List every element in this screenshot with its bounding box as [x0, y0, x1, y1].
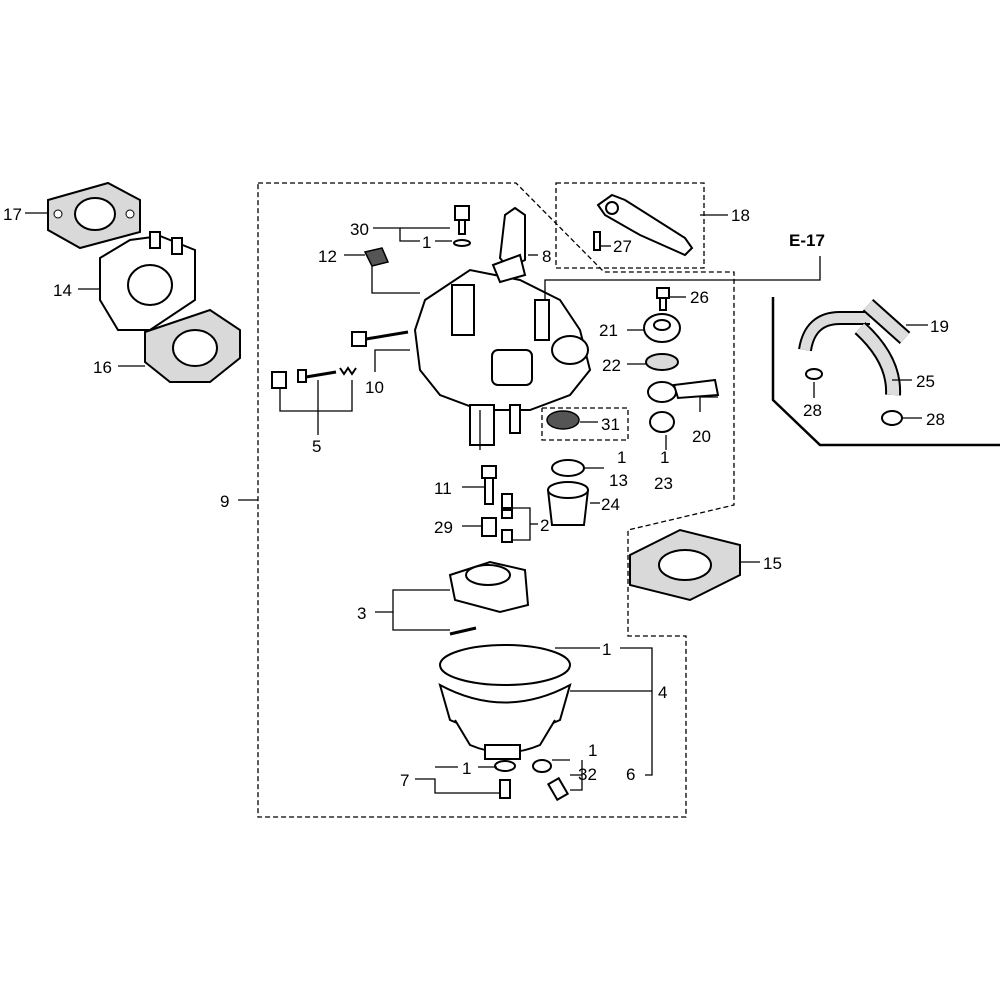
part-4-float-chamber — [438, 644, 572, 760]
part-28-clamp-b — [881, 410, 903, 426]
part-14-insulator — [99, 231, 196, 331]
part-17-gasket — [47, 181, 141, 250]
part-2-screw-set — [501, 493, 513, 543]
callout-1-float: 1 — [602, 640, 611, 659]
part-24-jet-holder — [546, 481, 590, 526]
callout-8: 8 — [542, 247, 551, 266]
callout-1-drain: 1 — [462, 759, 471, 778]
part-3-float — [448, 560, 530, 636]
callout-6: 6 — [626, 765, 635, 784]
part-15-gasket — [629, 528, 741, 602]
callout-1-bolt: 1 — [588, 741, 597, 760]
callout-15: 15 — [763, 554, 782, 573]
callout-22: 22 — [602, 356, 621, 375]
part-11-jet — [481, 465, 497, 505]
callout-23: 23 — [654, 474, 673, 493]
callout-29: 29 — [434, 518, 453, 537]
carburetor-body — [413, 268, 592, 450]
callout-10: 10 — [365, 378, 384, 397]
callout-1-top: 1 — [422, 233, 431, 252]
part-18-choke-lever — [596, 193, 694, 257]
callout-13: 13 — [609, 471, 628, 490]
callout-19: 19 — [930, 317, 949, 336]
part-32-bolt — [532, 759, 570, 802]
callout-32: 32 — [578, 765, 597, 784]
part-21-cover — [643, 313, 681, 343]
callout-27: 27 — [613, 237, 632, 256]
part-5-pilot-screw-set — [271, 366, 357, 389]
callout-30: 30 — [350, 220, 369, 239]
part-30-screw — [453, 205, 471, 247]
part-10-screw — [351, 330, 409, 347]
callout-14: 14 — [53, 281, 72, 300]
callout-16: 16 — [93, 358, 112, 377]
part-25-hose — [854, 322, 902, 396]
callout-18: 18 — [731, 206, 750, 225]
callout-28-left: 28 — [803, 401, 822, 420]
callout-20: 20 — [692, 427, 711, 446]
reference-e17: E-17 — [789, 231, 825, 250]
part-31-valve — [546, 410, 580, 430]
part-28-clamp-a — [805, 368, 823, 380]
part-29-needle-jet — [481, 517, 497, 537]
callout-21: 21 — [599, 321, 618, 340]
callout-26: 26 — [690, 288, 709, 307]
callout-24: 24 — [601, 495, 620, 514]
callout-25: 25 — [916, 372, 935, 391]
callout-28-right: 28 — [926, 410, 945, 429]
callout-5: 5 — [312, 437, 321, 456]
callout-7: 7 — [400, 771, 409, 790]
callout-labels: 17 14 16 30 1 12 8 10 5 18 27 E-17 26 21… — [3, 205, 949, 790]
part-16-gasket — [144, 308, 241, 383]
callout-31: 31 — [601, 415, 620, 434]
callout-4: 4 — [658, 683, 667, 702]
callout-2: 2 — [540, 516, 549, 535]
callout-3: 3 — [357, 604, 366, 623]
hose-group-bracket — [771, 297, 1000, 447]
part-27-pin — [593, 231, 601, 251]
callout-1-mid: 1 — [617, 448, 626, 467]
part-23-spring — [649, 411, 675, 433]
part-7-drain-bolt — [494, 760, 516, 799]
callout-1-right: 1 — [660, 448, 669, 467]
part-26-screw — [656, 287, 670, 311]
part-19-hose — [798, 299, 911, 352]
assembly-boundaries — [257, 182, 735, 818]
callout-12: 12 — [318, 247, 337, 266]
callout-11: 11 — [434, 479, 452, 498]
part-12-clip — [363, 247, 390, 267]
part-8-lever — [491, 206, 527, 284]
leader-lines — [25, 212, 928, 794]
part-13-o-ring — [551, 459, 585, 477]
part-20-lever — [647, 378, 720, 403]
callout-17: 17 — [3, 205, 22, 224]
part-22-diaphragm — [645, 353, 679, 371]
callout-9: 9 — [220, 492, 229, 511]
